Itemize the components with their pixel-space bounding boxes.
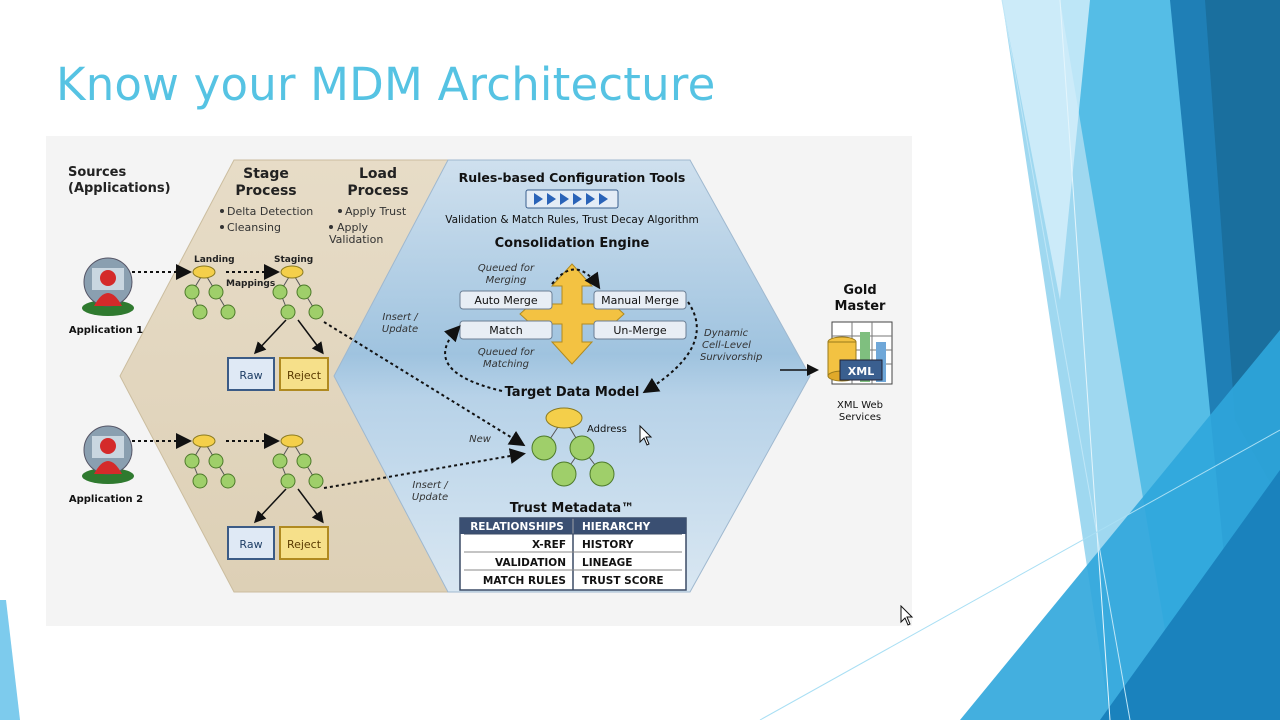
stage-process-heading-2: Process: [235, 183, 296, 199]
insert-update-1b: Update: [382, 324, 418, 335]
target-data-model-tree: [531, 407, 615, 487]
staging-tree-1: [272, 265, 324, 320]
gold-master-heading-2: Master: [835, 299, 886, 314]
stage-bullet-delta: Delta Detection: [227, 205, 313, 218]
gold-master-heading: Gold: [843, 283, 876, 298]
staging-label: Staging: [274, 255, 313, 265]
queued-merging-2: Merging: [486, 275, 527, 286]
match-box: Match: [489, 324, 523, 337]
slide-title: Know your MDM Architecture: [56, 58, 716, 111]
raw-box-2: Raw: [239, 538, 262, 551]
trust-metadata-heading: Trust Metadata™: [510, 501, 634, 516]
landing-label: Landing: [194, 255, 235, 265]
table-cell-lineage: LINEAGE: [582, 557, 632, 569]
table-cell-xref: X-REF: [532, 539, 566, 551]
load-process-heading: Load: [359, 166, 397, 182]
table-header-hierarchy: HIERARCHY: [582, 521, 651, 533]
landing-tree-1: [184, 265, 236, 320]
table-header-relationships: RELATIONSHIPS: [470, 521, 564, 533]
manual-merge-box: Manual Merge: [601, 294, 679, 307]
stage-bullet-cleansing: Cleansing: [227, 221, 281, 234]
load-bullet-validation: Validation: [329, 233, 383, 246]
load-bullet-trust: Apply Trust: [345, 205, 407, 218]
table-cell-match-rules: MATCH RULES: [483, 575, 566, 587]
play-arrows-icon: [534, 193, 608, 205]
reject-box-1: Reject: [287, 369, 322, 382]
xml-label: XML: [848, 365, 874, 378]
target-data-model-heading: Target Data Model: [505, 385, 640, 400]
table-cell-trust-score: TRUST SCORE: [582, 575, 664, 587]
un-merge-box: Un-Merge: [613, 324, 667, 337]
xml-services-label-2: Services: [839, 412, 881, 423]
database-xml-icon: [827, 321, 893, 385]
sources-heading-sub: (Applications): [68, 181, 171, 196]
queued-matching: Queued for: [478, 347, 535, 358]
landing-tree-2: [184, 434, 236, 489]
reject-box-2: Reject: [287, 538, 322, 551]
address-label: Address: [587, 424, 627, 435]
mappings-label: Mappings: [226, 279, 275, 289]
auto-merge-box: Auto Merge: [474, 294, 538, 307]
hub-region: [333, 159, 811, 593]
rules-subtitle: Validation & Match Rules, Trust Decay Al…: [445, 214, 699, 226]
mouse-pointer-icon: [900, 605, 914, 626]
consolidation-engine-heading: Consolidation Engine: [495, 236, 650, 251]
mdm-architecture-diagram: Sources (Applications) Application 1 App…: [46, 136, 912, 626]
queued-matching-2: Matching: [483, 359, 529, 370]
insert-update-2: Insert /: [412, 480, 449, 491]
new-label: New: [469, 434, 492, 445]
application-2-icon: [82, 425, 134, 484]
raw-box-1: Raw: [239, 369, 262, 382]
dynamic-survivorship-2: Cell-Level: [702, 340, 751, 351]
rules-tools-heading: Rules-based Configuration Tools: [459, 170, 686, 185]
staging-tree-2: [272, 434, 324, 489]
dynamic-survivorship-3: Survivorship: [700, 352, 762, 363]
load-bullet-apply: Apply: [337, 221, 369, 234]
dynamic-survivorship: Dynamic: [704, 328, 749, 339]
sources-heading: Sources: [68, 165, 126, 180]
load-process-heading-2: Process: [347, 183, 408, 199]
application-1-label: Application 1: [69, 325, 143, 336]
mouse-pointer-icon: [639, 424, 653, 446]
trust-metadata-table: [459, 517, 687, 591]
insert-update-1: Insert /: [382, 312, 419, 323]
xml-services-label: XML Web: [837, 400, 883, 411]
application-2-label: Application 2: [69, 494, 143, 505]
queued-merging: Queued for: [478, 263, 535, 274]
table-cell-validation: VALIDATION: [495, 557, 566, 569]
table-cell-history: HISTORY: [582, 539, 634, 551]
stage-process-heading: Stage: [243, 166, 289, 182]
application-1-icon: [82, 257, 134, 316]
insert-update-2b: Update: [412, 492, 448, 503]
